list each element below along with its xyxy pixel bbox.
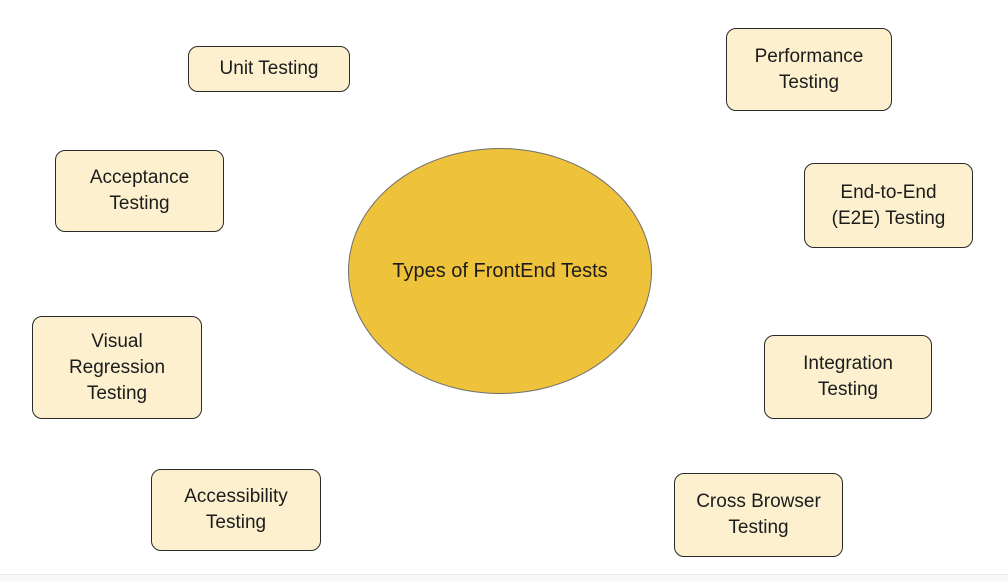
node-end-to-end-e2e-testing[interactable]: End-to-End (E2E) Testing bbox=[804, 163, 973, 248]
page-section-divider bbox=[0, 574, 1008, 582]
node-label: Accessibility Testing bbox=[184, 486, 288, 533]
node-performance-testing[interactable]: Performance Testing bbox=[726, 28, 892, 111]
node-label: Visual Regression Testing bbox=[68, 330, 166, 404]
node-accessibility-testing[interactable]: Accessibility Testing bbox=[151, 469, 321, 551]
node-integration-testing[interactable]: Integration Testing bbox=[764, 335, 932, 419]
node-label: Performance Testing bbox=[754, 45, 864, 93]
node-center-topic[interactable]: Types of FrontEnd Tests bbox=[348, 148, 652, 394]
center-topic-label: Types of FrontEnd Tests bbox=[392, 260, 608, 282]
node-label: Unit Testing bbox=[219, 58, 319, 79]
node-label: End-to-End (E2E) Testing bbox=[831, 181, 946, 229]
node-label: Cross Browser Testing bbox=[696, 491, 821, 538]
node-label: Acceptance Testing bbox=[89, 167, 190, 214]
node-visual-regression-testing[interactable]: Visual Regression Testing bbox=[32, 316, 202, 419]
node-label: Integration Testing bbox=[803, 353, 893, 400]
node-unit-testing[interactable]: Unit Testing bbox=[188, 46, 350, 92]
node-cross-browser-testing[interactable]: Cross Browser Testing bbox=[674, 473, 843, 557]
node-acceptance-testing[interactable]: Acceptance Testing bbox=[55, 150, 224, 232]
